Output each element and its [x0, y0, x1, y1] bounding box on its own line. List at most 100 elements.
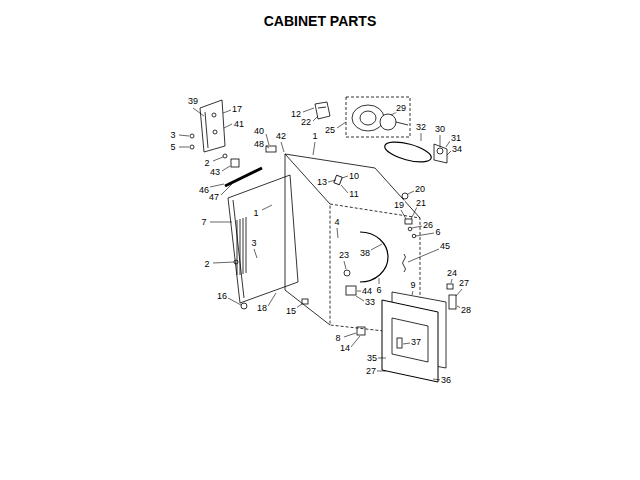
callout-number: 45: [439, 242, 451, 251]
callout-number: 30: [434, 125, 446, 134]
support-rod: [225, 168, 262, 186]
leader-line: [451, 279, 452, 283]
leader-line: [337, 228, 338, 238]
leader-line: [379, 278, 380, 284]
leader-line: [262, 205, 272, 210]
leader-line: [254, 249, 257, 258]
leader-line: [403, 343, 410, 344]
drive-belt: [383, 138, 434, 166]
panel-bracket: [200, 100, 225, 152]
cabinet-edge: [285, 154, 286, 290]
callout-number: 21: [415, 199, 427, 208]
callout-number: 38: [359, 249, 371, 258]
callout-number: 29: [395, 104, 407, 113]
clip: [231, 159, 239, 167]
leader-lines: [179, 108, 462, 380]
callout-number: 32: [415, 123, 427, 132]
callout-number: 48: [253, 140, 265, 149]
leader-line: [221, 184, 232, 195]
switch: [346, 286, 356, 295]
leader-line: [268, 293, 276, 306]
door-hinge: [449, 295, 456, 309]
leader-line: [193, 108, 204, 116]
leader-line: [337, 122, 346, 128]
callout-number: 2: [203, 260, 210, 269]
callout-number: 27: [458, 279, 470, 288]
screw: [223, 154, 227, 158]
door-window: [392, 318, 428, 362]
door-strike: [357, 327, 365, 335]
callout-number: 25: [324, 126, 336, 135]
callout-number: 16: [216, 292, 228, 301]
bracket-hole: [212, 113, 216, 117]
leader-line: [213, 262, 234, 263]
leader-line: [377, 371, 386, 372]
leader-line: [313, 142, 315, 155]
panel-flange: [233, 200, 244, 298]
motor-shaft: [396, 122, 408, 125]
leader-line: [222, 166, 230, 171]
side-panel: [228, 175, 298, 303]
callout-number: 33: [364, 298, 376, 307]
callout-number: 14: [339, 344, 351, 353]
screw: [408, 227, 412, 231]
leader-line: [179, 135, 189, 136]
motor-end: [360, 111, 376, 125]
callout-number: 6: [434, 228, 441, 237]
screw: [234, 260, 238, 264]
leader-line: [228, 298, 241, 305]
leader-line: [344, 261, 346, 269]
callout-number: 4: [333, 218, 340, 227]
callout-number: 11: [348, 190, 359, 199]
leader-line: [440, 135, 441, 147]
leader-line: [213, 157, 223, 161]
leader-line: [313, 116, 318, 121]
leader-line: [408, 249, 439, 262]
motor: [352, 105, 384, 131]
callout-number: 3: [250, 239, 257, 248]
leader-line: [224, 124, 232, 128]
ring: [402, 193, 408, 199]
idler-pulley: [437, 148, 443, 154]
callout-number: 7: [200, 218, 207, 227]
callout-number: 47: [208, 193, 220, 202]
bracket-hole: [213, 130, 217, 134]
leader-line: [416, 233, 434, 236]
leader-line: [351, 336, 360, 347]
idler-bracket: [434, 144, 447, 163]
leader-line: [341, 185, 348, 193]
leader-line: [371, 244, 382, 250]
callout-number: 6: [375, 286, 382, 295]
callout-number: 8: [334, 334, 341, 343]
leader-line: [303, 108, 314, 112]
callout-number: 23: [338, 251, 350, 260]
leader-line: [411, 207, 417, 219]
callout-number: 41: [233, 120, 245, 129]
panel-vent: [243, 218, 244, 274]
callout-number: 26: [422, 221, 434, 230]
callout-number: 36: [440, 376, 452, 385]
callout-number: 1: [311, 132, 318, 141]
cabinet-drawing: [190, 97, 456, 382]
callout-number: 17: [231, 105, 243, 114]
clip: [405, 219, 412, 224]
blower-housing: [380, 114, 396, 130]
leader-line: [179, 147, 189, 148]
leader-line: [412, 226, 422, 228]
callout-number: 13: [316, 178, 328, 187]
callout-number: 31: [450, 134, 462, 143]
leader-line: [281, 142, 284, 152]
leveling-foot: [241, 303, 247, 309]
wire-harness: [403, 254, 406, 272]
leader-line: [356, 296, 364, 301]
door-panel: [382, 300, 438, 382]
callout-number: 19: [393, 201, 405, 210]
callout-number: 24: [446, 269, 458, 278]
callout-number: 5: [169, 143, 176, 152]
leader-line: [401, 210, 406, 219]
callout-number: 9: [409, 281, 416, 290]
roller: [344, 270, 350, 276]
callout-number: 27: [365, 367, 377, 376]
